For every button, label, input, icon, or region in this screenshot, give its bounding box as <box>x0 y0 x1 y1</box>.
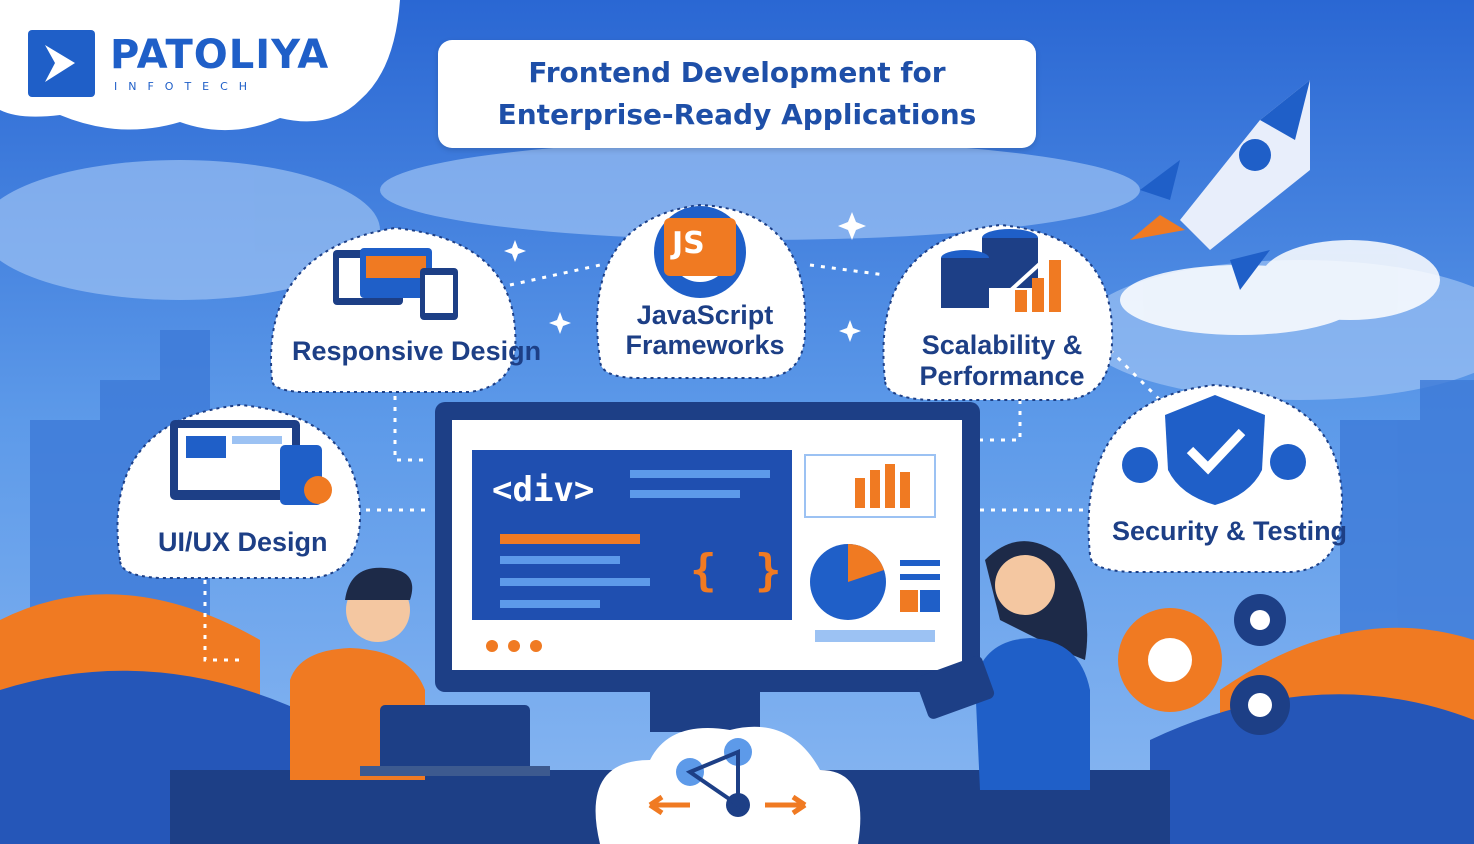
feature-label: Scalability & <box>921 330 1083 360</box>
feature-javascript-frameworks: JavaScript Frameworks <box>622 300 788 360</box>
code-tag: <div> <box>492 470 595 510</box>
feature-scalability-performance: Scalability & Performance <box>912 330 1092 392</box>
title-card: Frontend Development for Enterprise-Read… <box>438 40 1036 148</box>
title-line-1: Frontend Development for <box>528 56 946 89</box>
feature-label: Responsive Design <box>292 336 542 366</box>
code-braces: { } <box>690 545 788 596</box>
feature-label: Security & Testing <box>1112 516 1348 546</box>
title-line-2: Enterprise-Ready Applications <box>497 98 977 131</box>
feature-label: UI/UX Design <box>158 527 328 557</box>
feature-security-testing: Security & Testing <box>1112 516 1347 547</box>
feature-label: JavaScript <box>636 300 774 330</box>
brand-tagline: INFOTECH <box>114 80 259 93</box>
feature-label: Performance <box>919 361 1085 391</box>
feature-ui-ux-design: UI/UX Design <box>158 527 328 558</box>
brand-name: PATOLIYA <box>110 32 330 78</box>
js-badge: JS <box>672 226 705 261</box>
feature-responsive-design: Responsive Design <box>292 336 541 367</box>
feature-label: Frameworks <box>625 330 785 360</box>
